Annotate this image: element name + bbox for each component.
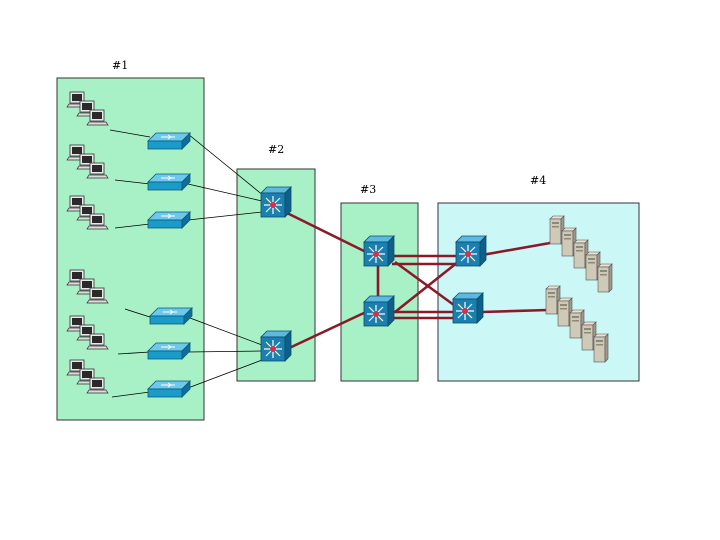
trunk-links xyxy=(284,210,551,352)
multilayer-switch-icon[interactable] xyxy=(452,292,484,324)
multilayer-switch-icon[interactable] xyxy=(363,295,395,327)
access-to-distribution-links xyxy=(187,133,265,389)
zone-3-label: #3 xyxy=(360,183,376,196)
multilayer-switch-icon[interactable] xyxy=(363,235,395,267)
workgroup-switch-icon[interactable] xyxy=(149,307,193,325)
zone-4-label: #4 xyxy=(530,174,546,187)
multilayer-switch-icon[interactable] xyxy=(260,330,292,362)
zone-2-label: #2 xyxy=(268,143,284,156)
workgroup-switch-icon[interactable] xyxy=(147,211,191,229)
workgroup-switch-icon[interactable] xyxy=(147,342,191,360)
multilayer-switch-icon[interactable] xyxy=(260,186,292,218)
workgroup-switch-icon[interactable] xyxy=(147,380,191,398)
workgroup-switch-icon[interactable] xyxy=(147,173,191,191)
workgroup-switch-icon[interactable] xyxy=(147,132,191,150)
pc-to-switch-links xyxy=(109,129,154,398)
zone-3-box xyxy=(340,202,419,382)
zone-1-label: #1 xyxy=(112,59,128,72)
multilayer-switch-icon[interactable] xyxy=(455,235,487,267)
